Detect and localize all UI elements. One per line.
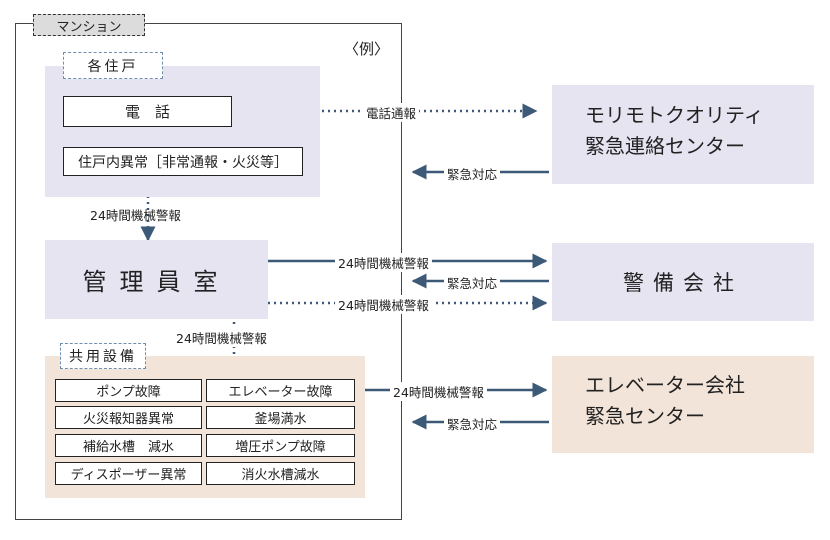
mansion-label: マンション bbox=[33, 14, 145, 36]
example-label: 〈例〉 bbox=[344, 40, 390, 58]
security-response-label: 緊急対応 bbox=[444, 273, 501, 292]
cell-supply-tank: 補給水槽 減水 bbox=[55, 434, 202, 457]
elevator-company: エレベーター会社 緊急センター bbox=[552, 356, 814, 453]
units-to-office-label: 24時間機械警報 bbox=[90, 208, 181, 223]
cell-pump-fault: ポンプ故障 bbox=[55, 379, 202, 402]
manager-office: 管理員室 bbox=[45, 240, 268, 319]
phone-report-label: 電話通報 bbox=[363, 103, 420, 122]
security-company: 警備会社 bbox=[552, 243, 814, 321]
cell-disposer: ディスポーザー異常 bbox=[55, 462, 202, 485]
morimoto-center: モリモトクオリティ 緊急連絡センター bbox=[552, 85, 814, 184]
units-label: 各住戸 bbox=[63, 52, 163, 79]
units-panel bbox=[45, 66, 320, 197]
shared-label: 共用設備 bbox=[60, 343, 146, 369]
elevator-line2: 緊急センター bbox=[585, 404, 705, 428]
emergency-response-label-1: 緊急対応 bbox=[444, 164, 501, 183]
elevator-report-label: 24時間機械警報 bbox=[390, 382, 487, 401]
morimoto-line1: モリモトクオリティ bbox=[585, 103, 764, 127]
office-security-bottom-label: 24時間機械警報 bbox=[335, 295, 432, 314]
elevator-line1: エレベーター会社 bbox=[585, 373, 745, 397]
office-security-top-label: 24時間機械警報 bbox=[335, 253, 432, 272]
elevator-response-label: 緊急対応 bbox=[444, 414, 501, 433]
cell-sump-full: 釜場満水 bbox=[206, 406, 355, 429]
cell-fire-alarm: 火災報知器異常 bbox=[55, 406, 202, 429]
shared-to-office-label: 24時間機械警報 bbox=[173, 328, 270, 347]
abnormal-box: 住戸内異常［非常通報・火災等］ bbox=[63, 147, 303, 176]
cell-fire-tank: 消火水槽減水 bbox=[206, 462, 355, 485]
phone-box: 電 話 bbox=[63, 96, 232, 127]
cell-booster-pump: 増圧ポンプ故障 bbox=[206, 434, 355, 457]
morimoto-line2: 緊急連絡センター bbox=[585, 134, 745, 158]
cell-elevator-fault: エレベーター故障 bbox=[206, 379, 355, 402]
